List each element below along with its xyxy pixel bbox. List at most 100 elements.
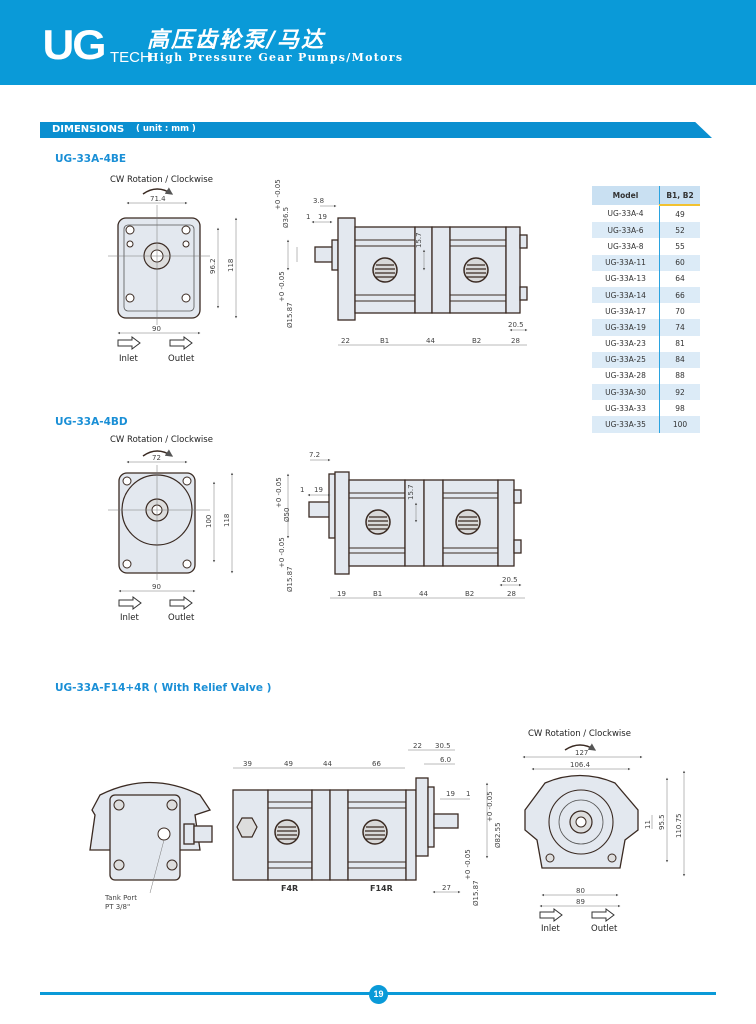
dimensions-unit: ( unit : mm ) — [136, 124, 196, 134]
dimension-label: 118 — [227, 259, 235, 272]
dimension-label: 15.7 — [415, 232, 423, 248]
dimension-label: +0 -0.05 — [464, 849, 472, 880]
dimension-label: B2 — [472, 337, 481, 345]
dimension-label: Ø82.55 — [494, 822, 502, 848]
dimension-label: 22 — [341, 337, 350, 345]
cell-model: UG-33A-33 — [605, 403, 646, 413]
dimension-label: 1 — [306, 213, 310, 221]
table-row: UG-33A-8 55 — [592, 238, 700, 255]
dimension-label: 44 — [323, 760, 332, 768]
cell-model: UG-33A-11 — [592, 254, 660, 271]
dimension-label: +0 -0.05 — [278, 537, 286, 568]
dimension-label: +0 -0.05 — [275, 477, 283, 508]
dimension-label: 71.4 — [150, 195, 166, 203]
port-icon — [362, 819, 388, 845]
cell-b1b2: 84 — [659, 351, 700, 368]
port-icon — [455, 509, 481, 535]
cell-model: UG-33A-25 — [592, 351, 660, 368]
dimension-label: 7.2 — [309, 451, 320, 459]
dimension-label: 19 — [337, 590, 346, 598]
column-header-b1b2: B1, B2 — [659, 186, 700, 206]
dimension-label: 118 — [223, 514, 231, 527]
side-view-4bd: 7.2 191 Ø50 +0 -0.05 Ø15.87 +0 -0.05 15.… — [275, 451, 525, 599]
dimension-label: 110.75 — [675, 814, 683, 839]
dimension-label: 28 — [511, 337, 520, 345]
cell-model: UG-33A-23 — [605, 339, 646, 349]
port-icon — [365, 509, 391, 535]
dimension-label: 27 — [442, 884, 451, 892]
dimension-label: 72 — [152, 454, 161, 462]
dimension-label: PT 3/8" — [105, 903, 130, 911]
dimension-label: 80 — [576, 887, 585, 895]
cell-model: UG-33A-8 — [607, 241, 644, 251]
cell-b1b2: 66 — [659, 286, 700, 304]
dimension-label: 20.5 — [508, 321, 524, 329]
cell-b1b2: 92 — [659, 384, 700, 401]
column-header-model: Model — [592, 186, 660, 205]
dimension-label: Inlet — [541, 924, 560, 934]
dimension-label: F14R — [370, 884, 393, 893]
dimension-label: 22 — [413, 742, 422, 750]
dimensions-title: DIMENSIONS — [52, 124, 125, 135]
table-row: UG-33A-28 88 — [592, 367, 700, 385]
dimension-label: B1 — [373, 590, 382, 598]
dimension-label: +0 -0.05 — [274, 179, 282, 210]
front-view-4bd: CW Rotation / Clockwise 72 100 118 90 In… — [108, 435, 234, 623]
cell-model: UG-33A-6 — [592, 222, 660, 239]
dimension-label: 6.0 — [440, 756, 451, 764]
front-view-4be: CW Rotation / Clockwise 71.4 96.2 118 90… — [108, 175, 238, 364]
dimension-label: 28 — [507, 590, 516, 598]
table-header-row: Model B1, B2 — [592, 186, 700, 206]
inlet-arrow-icon — [117, 336, 141, 350]
dimension-label: Outlet — [168, 613, 195, 623]
dimension-label: F4R — [281, 884, 298, 893]
dimension-label: +0 -0.05 — [486, 791, 494, 822]
side-view-4be: 3.8 191 Ø36.5 +0 -0.05 Ø15.87 +0 -0.05 1… — [274, 179, 528, 346]
dimension-label: +0 -0.05 — [278, 271, 286, 302]
dimension-label: 95.5 — [658, 814, 666, 830]
cell-model: UG-33A-35 — [592, 416, 660, 433]
dimension-label: Ø15.87 — [286, 302, 294, 328]
dimension-label: Ø50 — [283, 508, 291, 522]
dimension-label: 19 — [446, 790, 455, 798]
dimensions-bar: DIMENSIONS ( unit : mm ) — [40, 122, 712, 138]
cell-model: UG-33A-28 — [605, 371, 646, 381]
dimension-label: B1 — [380, 337, 389, 345]
brand-logo-sub: TECH — [110, 49, 151, 66]
cell-b1b2: 100 — [659, 416, 700, 433]
cell-b1b2: 49 — [659, 205, 700, 223]
cell-b1b2: 88 — [659, 367, 700, 385]
dimension-label: 90 — [152, 325, 161, 333]
dimension-label: 89 — [576, 898, 585, 906]
header-title-en: High Pressure Gear Pumps/Motors — [148, 51, 404, 64]
dimension-label: CW Rotation / Clockwise — [110, 435, 213, 445]
dimension-label: 3.8 — [313, 197, 324, 205]
dimension-label: B2 — [465, 590, 474, 598]
cell-b1b2: 74 — [659, 319, 700, 336]
dimension-label: 15.7 — [407, 484, 415, 500]
dimension-label: 96.2 — [209, 258, 217, 274]
model-title-4be: UG-33A-4BE — [55, 153, 127, 165]
dimension-label: 19 — [318, 213, 327, 221]
cell-b1b2: 52 — [659, 222, 700, 239]
cell-model: UG-33A-30 — [592, 384, 660, 401]
dimension-label: Ø15.87 — [472, 880, 480, 906]
cell-b1b2: 55 — [659, 238, 700, 255]
cell-b1b2: 70 — [659, 303, 700, 320]
inlet-arrow-icon — [539, 908, 563, 922]
cell-model: UG-33A-19 — [592, 319, 660, 336]
dimension-label: 44 — [426, 337, 435, 345]
dimension-label: 11 — [644, 820, 652, 829]
dimension-label: 66 — [372, 760, 381, 768]
dimension-label: 106.4 — [570, 761, 591, 769]
